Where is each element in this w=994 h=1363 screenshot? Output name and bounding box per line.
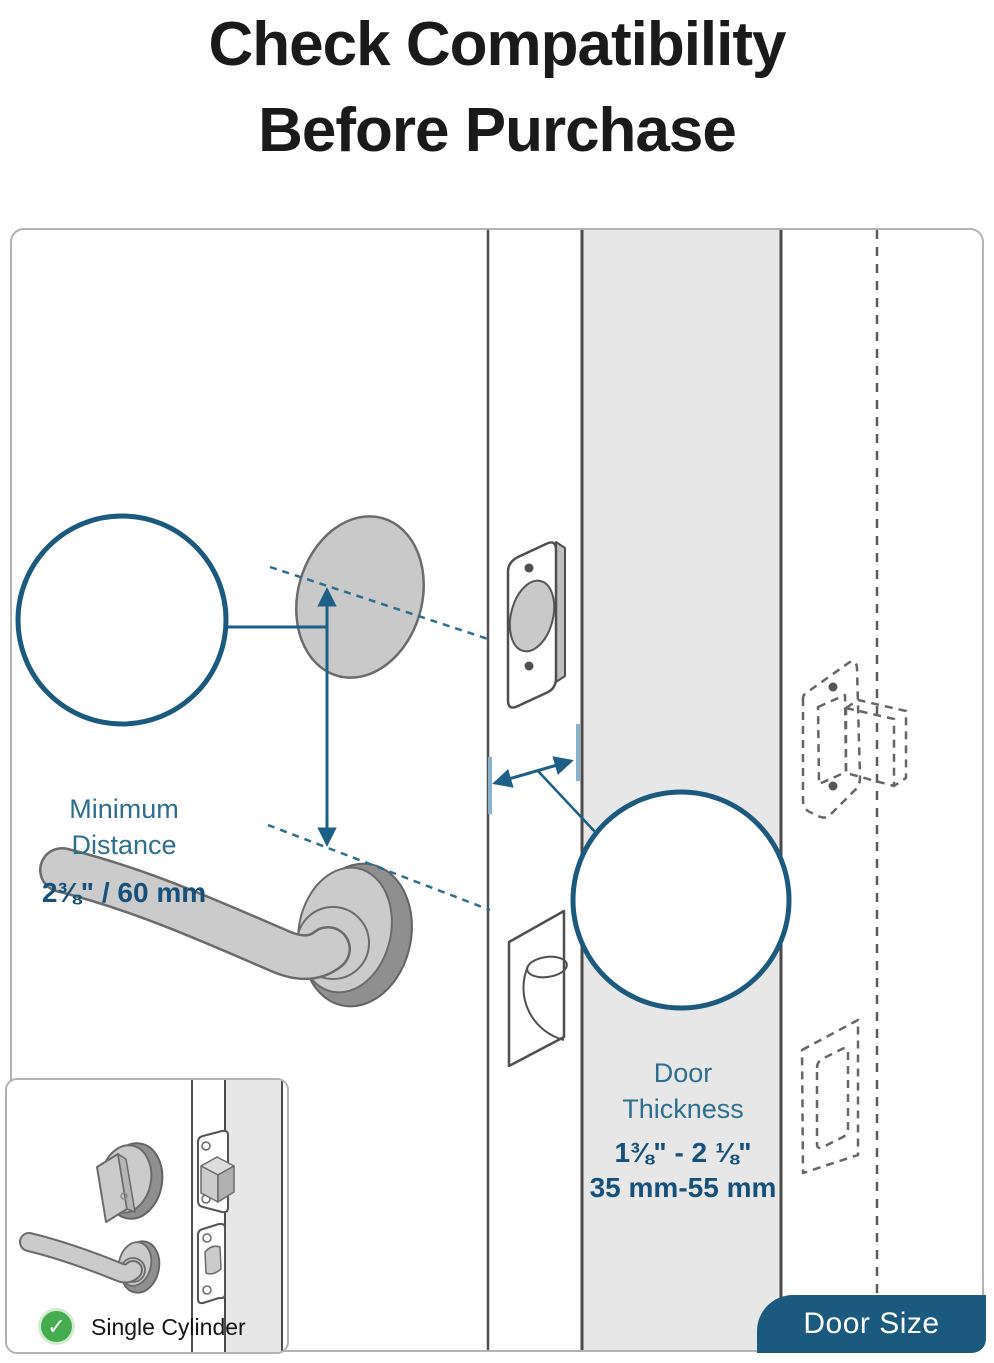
thumbturn: [96, 1142, 164, 1223]
centerline-guides-dashed: [267, 565, 491, 912]
door-diagram: [15, 230, 908, 1350]
door-thickness-value-1: 1⅜" - 2 ⅛": [614, 1137, 752, 1168]
min-distance-value: 2⅜" / 60 mm: [41, 876, 207, 908]
latch-cutout-dashed: [800, 1018, 860, 1175]
single-cylinder-label: Single Cylinder: [91, 1314, 246, 1340]
door-thickness-label-2: Thickness: [622, 1094, 744, 1124]
deadbolt-strike-plate-dashed: [801, 660, 908, 819]
door-size-tab[interactable]: Door Size: [757, 1295, 986, 1353]
min-distance-circle: [15, 513, 229, 727]
door-thickness-callout: Door Thickness 1⅜" - 2 ⅛" 35 mm-55 mm: [575, 1022, 791, 1238]
title-line-2: Before Purchase: [258, 96, 737, 165]
spring-latch-mortise: [507, 909, 568, 1068]
deadbolt-latch-plate: [506, 541, 566, 709]
page-title: Check Compatibility Before Purchase: [0, 0, 994, 174]
check-circle-icon: ✓: [41, 1311, 72, 1342]
inset-spring-latch: [197, 1222, 226, 1305]
inset-diagram: [19, 1080, 283, 1352]
min-distance-callout: Minimum Distance 2⅜" / 60 mm: [20, 746, 228, 954]
title-line-1: Check Compatibility: [208, 10, 787, 79]
thickness-ticks: [488, 724, 580, 814]
door-thickness-label-1: Door: [653, 1058, 713, 1088]
single-cylinder-inset: ✓ Single Cylinder: [5, 1078, 289, 1354]
lever-handle: [39, 847, 413, 1008]
door-size-label: Door Size: [803, 1307, 940, 1340]
inset-lever-handle: [19, 1232, 161, 1294]
inset-deadbolt-latch: [197, 1129, 235, 1214]
door-thickness-value-2: 35 mm-55 mm: [589, 1172, 777, 1203]
inset-door-cross-section: [224, 1080, 283, 1352]
door-thickness-circle: [570, 789, 792, 1011]
min-distance-label-2: Distance: [71, 829, 177, 860]
measurement-lines: [227, 587, 598, 847]
min-distance-label-1: Minimum: [69, 793, 179, 824]
